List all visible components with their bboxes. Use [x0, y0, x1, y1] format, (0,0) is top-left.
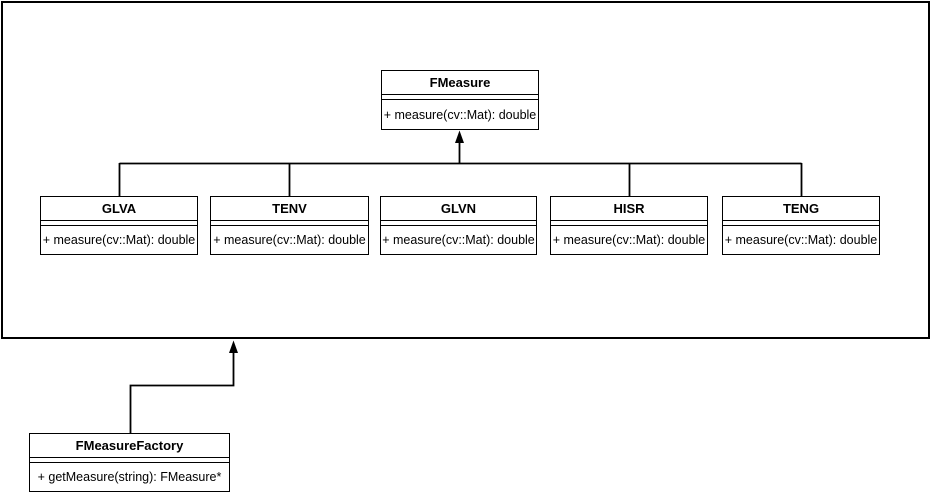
- class-title: HISR: [551, 197, 707, 221]
- class-title: FMeasure: [382, 71, 538, 95]
- class-title: GLVN: [381, 197, 536, 221]
- class-title: TENV: [211, 197, 368, 221]
- method-label: + measure(cv::Mat): double: [552, 233, 706, 247]
- class-box-glva: GLVA + measure(cv::Mat): double: [40, 196, 198, 255]
- attributes-compartment: [211, 221, 368, 226]
- attributes-compartment: [382, 95, 538, 100]
- method-label: + measure(cv::Mat): double: [42, 233, 196, 247]
- class-title: GLVA: [41, 197, 197, 221]
- class-box-glvn: GLVN + measure(cv::Mat): double: [380, 196, 537, 255]
- class-box-fmeasure: FMeasure + measure(cv::Mat): double: [381, 70, 539, 130]
- class-box-teng: TENG + measure(cv::Mat): double: [722, 196, 880, 255]
- class-box-fmeasurefactory: FMeasureFactory + getMeasure(string): FM…: [29, 433, 230, 492]
- method-label: + getMeasure(string): FMeasure*: [37, 470, 222, 484]
- class-title: FMeasureFactory: [30, 434, 229, 458]
- method-label: + measure(cv::Mat): double: [382, 233, 535, 247]
- class-box-hisr: HISR + measure(cv::Mat): double: [550, 196, 708, 255]
- factory-dependency-line: [129, 352, 235, 433]
- class-box-tenv: TENV + measure(cv::Mat): double: [210, 196, 369, 255]
- measures-frame-rectangle: [1, 1, 930, 339]
- attributes-compartment: [41, 221, 197, 226]
- class-title: TENG: [723, 197, 879, 221]
- method-label: + measure(cv::Mat): double: [383, 107, 537, 122]
- attributes-compartment: [30, 458, 229, 463]
- factory-arrowhead-icon: [229, 340, 238, 353]
- attributes-compartment: [551, 221, 707, 226]
- attributes-compartment: [381, 221, 536, 226]
- attributes-compartment: [723, 221, 879, 226]
- method-label: + measure(cv::Mat): double: [213, 233, 366, 247]
- method-label: + measure(cv::Mat): double: [724, 233, 878, 247]
